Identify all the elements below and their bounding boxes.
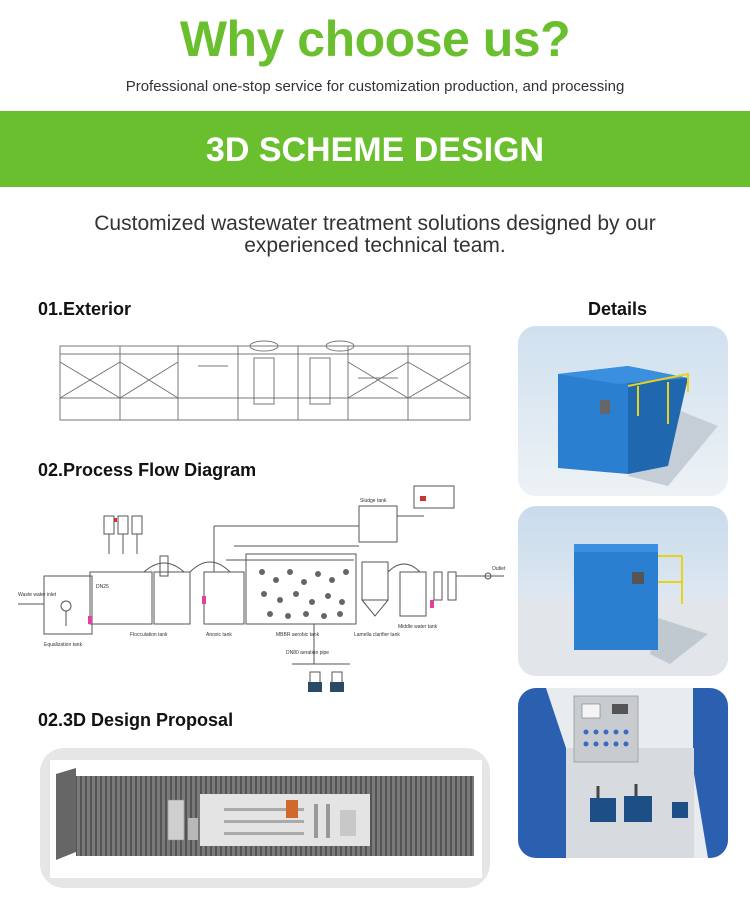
intro-line-1: Customized wastewater treatment solution… bbox=[94, 212, 656, 235]
label-outlet: Outlet bbox=[492, 566, 506, 572]
section-label-details: Details bbox=[588, 299, 648, 319]
detail-image-tank-exterior bbox=[518, 326, 728, 496]
label-equalization-tank: Equalization tank bbox=[44, 642, 83, 648]
intro-text: Customized wastewater treatment solution… bbox=[40, 213, 710, 257]
label-mbbr-tank: MBBR aerobic tank bbox=[276, 632, 320, 638]
label-flocculation-tank: Flocculation tank bbox=[130, 632, 168, 638]
proposal-frame bbox=[40, 748, 490, 888]
label-waste-water-inlet: Waste water inlet bbox=[18, 592, 57, 598]
process-flow-diagram: Waste water inlet Equalization tank DN25… bbox=[18, 485, 506, 692]
container-render bbox=[50, 760, 482, 878]
exterior-line-drawing bbox=[59, 340, 471, 421]
label-sludge-tank: Sludge tank bbox=[360, 498, 387, 504]
section-label-process: 02.Process Flow Diagram bbox=[38, 460, 257, 480]
label-anoxic-tank: Anoxic tank bbox=[206, 632, 232, 638]
page-title: Why choose us? bbox=[179, 11, 571, 67]
page-subtitle: Professional one-stop service for custom… bbox=[125, 78, 625, 95]
section-label-proposal: 02.3D Design Proposal bbox=[38, 710, 234, 730]
intro-line-2: experienced technical team. bbox=[244, 234, 506, 257]
label-middle-water-tank: Middle water tank bbox=[398, 624, 438, 630]
section-banner: 3D SCHEME DESIGN bbox=[0, 111, 750, 187]
label-aeration-pipe: DN80 aeration pipe bbox=[286, 650, 329, 656]
banner-title: 3D SCHEME DESIGN bbox=[205, 131, 545, 169]
section-label-exterior: 01.Exterior bbox=[38, 299, 132, 319]
label-dn25: DN25 bbox=[96, 584, 109, 590]
label-lamella-tank: Lamella clarifier tank bbox=[354, 632, 400, 638]
detail-image-control-room bbox=[518, 688, 728, 858]
detail-image-tank-side bbox=[518, 506, 728, 676]
